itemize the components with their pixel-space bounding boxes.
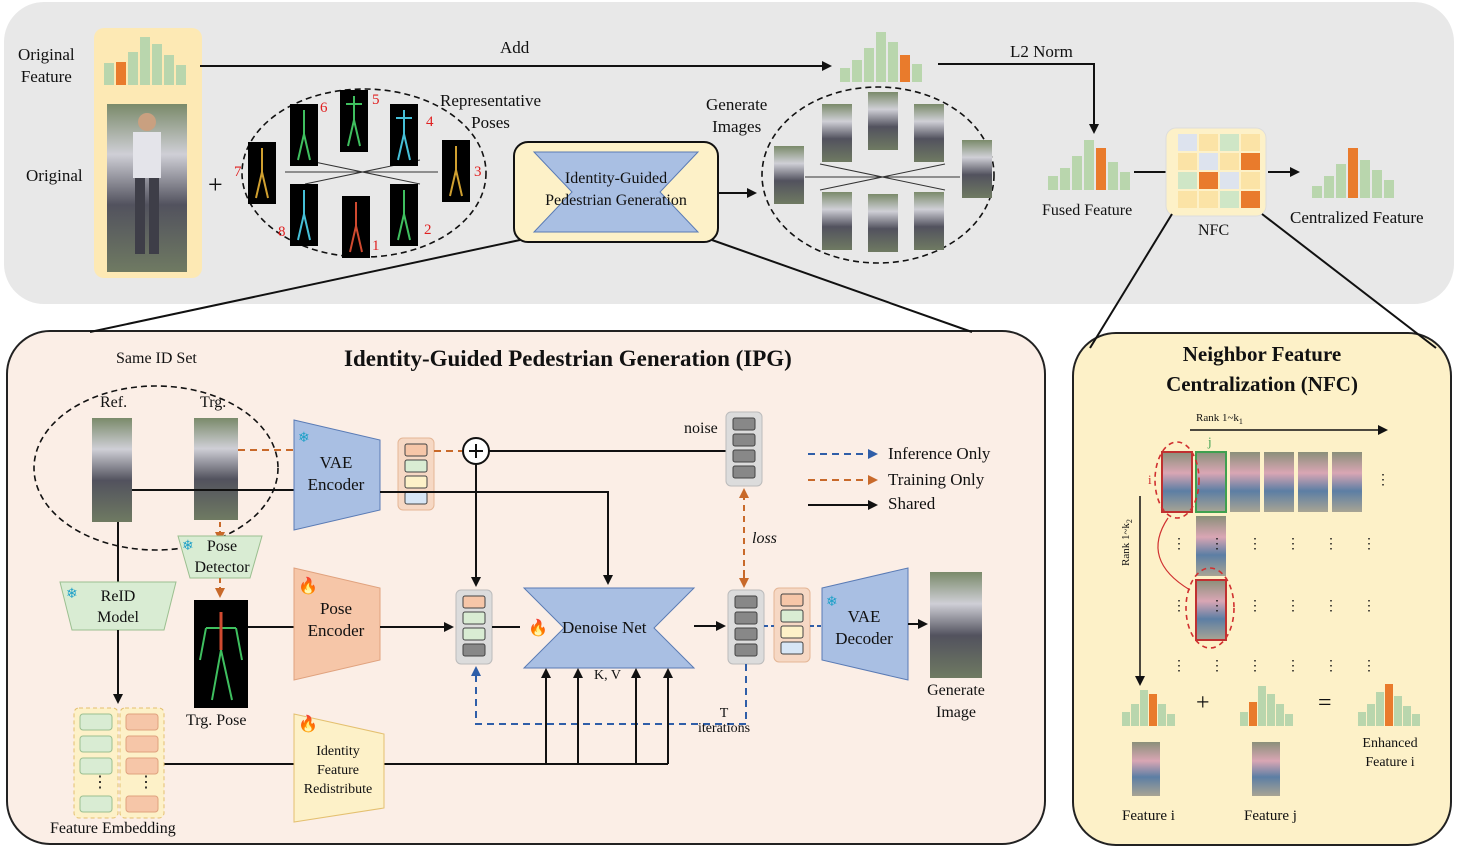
generated-image-tiles xyxy=(774,92,992,252)
original-feature-histogram xyxy=(104,37,186,85)
pose-number-2: 2 xyxy=(424,222,432,238)
rank-k1-sub: 1 xyxy=(1238,417,1243,427)
added-feature-histogram xyxy=(840,32,922,82)
snowflake-icon: ❄ xyxy=(826,595,838,610)
pose-number-7: 7 xyxy=(234,164,242,180)
legend-inference-only: Inference Only xyxy=(888,444,991,463)
generate-image-label: Generate Image xyxy=(927,682,985,721)
pose-detector-shape xyxy=(177,535,263,579)
generated-output-image xyxy=(930,572,982,678)
pose-number-3: 3 xyxy=(474,164,482,180)
l2-norm-label: L2 Norm xyxy=(1010,42,1073,61)
vae-encoder-shape xyxy=(293,419,381,531)
centralized-feature-histogram xyxy=(1312,148,1394,198)
original-label: Original xyxy=(26,166,83,185)
fused-feature-histogram xyxy=(1048,140,1130,190)
flame-icon: 🔥 xyxy=(528,620,548,637)
pose-number-8: 8 xyxy=(278,224,286,240)
feature-i-label: Feature i xyxy=(1122,808,1175,824)
pose-detector-label: Pose Detector xyxy=(194,538,250,576)
vae-encoder-label: VAE Encoder xyxy=(307,453,365,494)
pose-encoder-label: Pose Encoder xyxy=(307,599,365,640)
ipg-top-label: Identity-Guided Pedestrian Generation xyxy=(545,170,687,209)
ipg-title: Identity-Guided Pedestrian Generation (I… xyxy=(344,346,792,371)
feature-j-label: Feature j xyxy=(1244,808,1297,824)
enhanced-feature-label: Enhanced Feature i xyxy=(1362,736,1418,770)
denoise-net-label: Denoise Net xyxy=(562,618,647,637)
feature-j-histogram xyxy=(1240,686,1293,726)
feature-i-histogram xyxy=(1122,690,1175,726)
t-iterations-label: T iterations xyxy=(697,706,751,736)
ellipsis-icon: ⋮ xyxy=(138,774,154,791)
pose-number-4: 4 xyxy=(426,114,434,130)
nfc-plus: + xyxy=(1196,690,1210,716)
trg-pose-label: Trg. Pose xyxy=(186,712,247,729)
nfc-title-line1: Neighbor Feature xyxy=(1182,342,1342,366)
pose-number-6: 6 xyxy=(320,100,328,116)
skeleton-lines xyxy=(255,96,463,253)
j-label: j xyxy=(1208,434,1212,449)
loss-label: loss xyxy=(752,530,777,547)
i-label: i xyxy=(1148,472,1152,487)
nfc-equals: = xyxy=(1318,690,1332,716)
generated-images-ellipse xyxy=(761,86,995,264)
pose-encoder-shape xyxy=(293,567,381,681)
kv-label: K, V xyxy=(594,668,621,683)
noise-label: noise xyxy=(684,420,718,437)
flame-icon: 🔥 xyxy=(298,716,318,733)
rank-k1-text: Rank 1~k xyxy=(1196,412,1239,424)
pose-number-1: 1 xyxy=(372,238,380,254)
same-id-set-ellipse xyxy=(33,385,279,551)
rank-k2-text: Rank 1~k xyxy=(1120,523,1132,566)
feature-embedding-label: Feature Embedding xyxy=(50,820,176,837)
ellipsis-icon: ⋮⋮⋮⋮⋮⋮ xyxy=(1172,537,1400,552)
rank-k2-sub: 2 xyxy=(1125,519,1135,524)
nfc-title-line2: Centralization (NFC) xyxy=(1166,372,1358,396)
flame-icon: 🔥 xyxy=(298,578,318,595)
identity-redistribute-shape xyxy=(293,713,385,823)
fused-feature-label: Fused Feature xyxy=(1042,202,1133,219)
vae-decoder-shape xyxy=(821,567,909,681)
reid-model-label: ReID Model xyxy=(97,588,139,626)
plus-sign: + xyxy=(208,170,223,199)
rank-k1-label: Rank 1~k1 xyxy=(1196,412,1243,426)
denoise-net-shape xyxy=(522,587,696,669)
identity-redistribute-label: Identity Feature Redistribute xyxy=(303,744,373,797)
snowflake-icon: ❄ xyxy=(298,431,310,446)
ellipsis-icon: ⋮⋮⋮⋮⋮⋮ xyxy=(1172,659,1400,674)
legend-training-only: Training Only xyxy=(888,470,985,489)
rank-k2-label: Rank 1~k2 xyxy=(1120,519,1134,566)
ellipsis-icon: ⋮ xyxy=(1376,473,1390,488)
trg-label: Trg. xyxy=(200,394,227,411)
ref-label: Ref. xyxy=(100,394,128,411)
trg-image xyxy=(194,418,238,520)
reid-model-shape xyxy=(59,581,177,631)
representative-poses-label: Representative Poses xyxy=(440,91,542,132)
enhanced-feature-histogram xyxy=(1358,684,1420,726)
add-label: Add xyxy=(500,38,530,57)
ellipsis-icon: ⋮ xyxy=(92,774,108,791)
ref-image xyxy=(92,418,132,522)
legend-shared: Shared xyxy=(888,494,936,513)
nfc-gallery-row xyxy=(1162,452,1362,640)
ellipsis-icon: ⋮⋮⋮⋮⋮⋮ xyxy=(1172,599,1400,614)
nfc-matrix-cells xyxy=(1178,134,1260,208)
snowflake-icon: ❄ xyxy=(66,587,78,602)
original-feature-label: Original Feature xyxy=(18,45,75,86)
snowflake-icon: ❄ xyxy=(182,539,194,554)
vae-decoder-label: VAE Decoder xyxy=(835,607,893,648)
centralized-feature-label: Centralized Feature xyxy=(1290,208,1424,227)
nfc-small-label: NFC xyxy=(1198,222,1230,239)
feature-i-image xyxy=(1132,742,1160,796)
generate-images-label: Generate Images xyxy=(706,95,768,136)
pose-number-5: 5 xyxy=(372,92,380,108)
same-id-set-label: Same ID Set xyxy=(116,350,197,367)
feature-j-image xyxy=(1252,742,1280,796)
